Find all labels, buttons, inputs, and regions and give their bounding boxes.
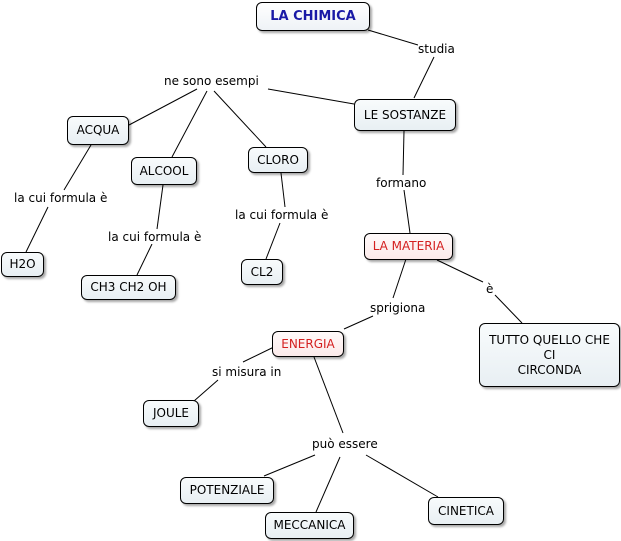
node-cinetica[interactable]: CINETICA xyxy=(428,497,504,525)
line-e-tutto xyxy=(494,294,523,324)
node-ch3-ch2-oh[interactable]: CH3 CH2 OH xyxy=(81,275,176,300)
line-esempi-acqua xyxy=(128,88,198,126)
link-label-formano: formano xyxy=(376,176,427,190)
node-alcool[interactable]: ALCOOL xyxy=(131,157,197,185)
line-formula-cl2 xyxy=(265,222,281,260)
line-sostanze-esempi xyxy=(267,88,355,105)
link-label-puo-essere: può essere xyxy=(312,437,378,451)
link-label-formula-alcool: la cui formula è xyxy=(108,230,202,244)
line-materia-sprigiona xyxy=(392,258,407,299)
node-potenziale[interactable]: POTENZIALE xyxy=(180,477,274,504)
node-h2o[interactable]: H2O xyxy=(1,252,44,277)
node-joule[interactable]: JOULE xyxy=(143,400,199,427)
line-materia-e xyxy=(436,259,484,283)
line-cloro-formula xyxy=(280,172,286,208)
line-energia-misura xyxy=(242,345,277,363)
link-label-sprigiona: sprigiona xyxy=(370,301,426,315)
line-acqua-formula xyxy=(63,144,92,191)
line-sprigiona-energia xyxy=(343,315,374,330)
link-label-studia: studia xyxy=(418,42,455,56)
node-energia[interactable]: ENERGIA xyxy=(272,331,344,357)
line-puo-potenziale xyxy=(263,454,316,477)
line-sostanze-formano xyxy=(402,130,405,176)
node-acqua[interactable]: ACQUA xyxy=(67,116,129,145)
link-label-e: è xyxy=(486,282,494,296)
line-misura-joule xyxy=(193,379,219,402)
link-label-formula-acqua: la cui formula è xyxy=(14,191,108,205)
node-le-sostanze[interactable]: LE SOSTANZE xyxy=(354,99,456,131)
node-la-materia[interactable]: LA MATERIA xyxy=(364,233,453,260)
line-energia-puo xyxy=(313,356,344,434)
line-formano-materia xyxy=(403,189,411,234)
line-studia-sostanze xyxy=(413,56,435,99)
node-cl2[interactable]: CL2 xyxy=(241,259,283,285)
line-formula-ch3 xyxy=(136,243,153,276)
line-alcool-formula xyxy=(156,184,164,230)
link-label-formula-cloro: la cui formula è xyxy=(235,208,329,222)
line-puo-cinetica xyxy=(365,454,439,498)
node-meccanica[interactable]: MECCANICA xyxy=(265,512,354,539)
line-puo-meccanica xyxy=(315,456,341,513)
line-formula-h2o xyxy=(25,206,49,253)
line-esempi-alcool xyxy=(171,90,208,158)
link-label-ne-sono-esempi: ne sono esempi xyxy=(164,74,259,88)
node-la-chimica[interactable]: LA CHIMICA xyxy=(256,2,370,31)
node-tutto-quello-che-ci-circonda[interactable]: TUTTO QUELLO CHE CI CIRCONDA xyxy=(479,323,620,387)
line-chimica-studia xyxy=(367,29,419,46)
line-esempi-cloro xyxy=(213,90,267,148)
link-label-si-misura-in: si misura in xyxy=(212,365,282,379)
node-cloro[interactable]: CLORO xyxy=(248,147,308,173)
